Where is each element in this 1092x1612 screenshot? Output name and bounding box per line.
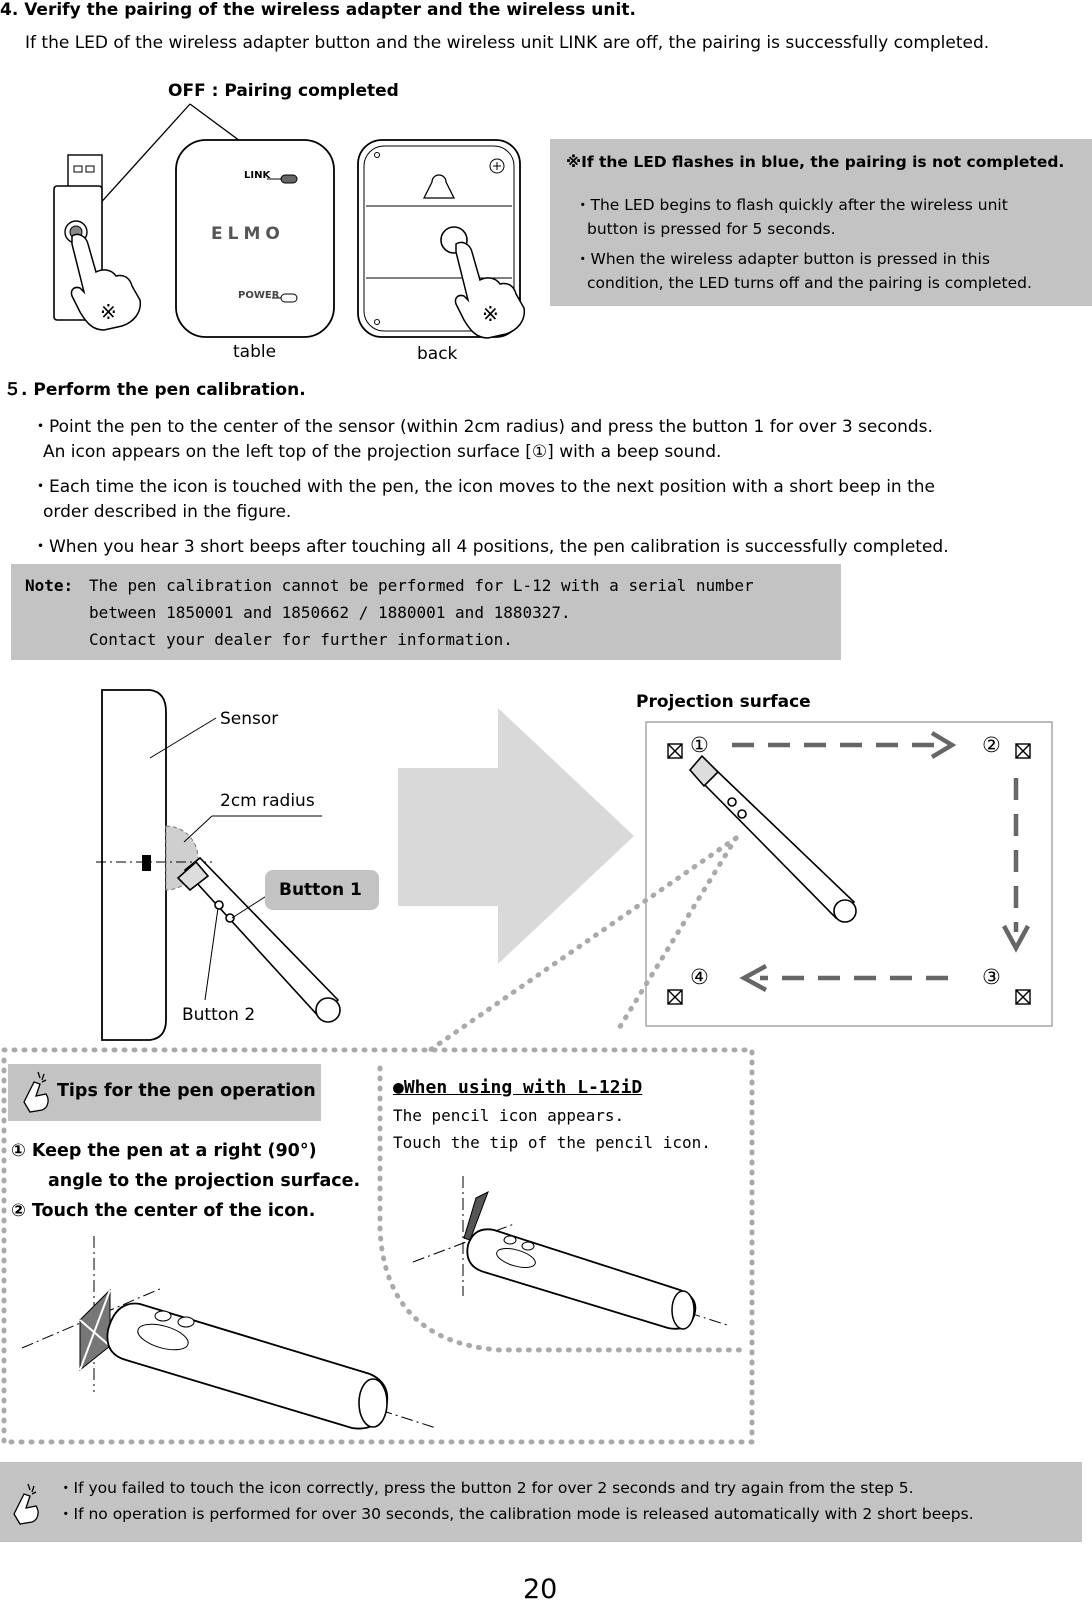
finger-press-icon — [70, 233, 142, 331]
notice-title: ※If the LED flashes in blue, the pairing… — [566, 153, 1065, 171]
page-number: 20 — [523, 1574, 558, 1605]
position-1: ① — [690, 733, 709, 757]
l12id-title: ●When using with L-12iD — [393, 1077, 643, 1098]
note-label: Note: — [25, 576, 74, 595]
l12id-line: The pencil icon appears. — [393, 1106, 625, 1125]
notice-line: button is pressed for 5 seconds. — [587, 220, 836, 238]
step5-title: ５. Perform the pen calibration. — [4, 380, 306, 400]
step4-body: If the LED of the wireless adapter butto… — [25, 33, 990, 53]
notice-line: ・When the wireless adapter button is pre… — [575, 250, 990, 268]
radius-label: 2cm radius — [220, 791, 315, 811]
notice-line: condition, the LED turns off and the pai… — [587, 274, 1032, 292]
step5-bullet: ・When you hear 3 short beeps after touch… — [32, 537, 949, 557]
tip-item: ② Touch the center of the icon. — [11, 1201, 316, 1221]
bottom-note-line: ・If you failed to touch the icon correct… — [58, 1479, 914, 1497]
step5-bullet: ・Point the pen to the center of the sens… — [32, 417, 933, 437]
label-table: table — [233, 342, 277, 362]
finger-press-icon — [454, 241, 526, 339]
mark-symbol: ※ — [100, 300, 117, 324]
note-box — [11, 564, 841, 660]
pairing-callout: OFF : Pairing completed — [168, 81, 399, 101]
mark-symbol: ※ — [482, 302, 499, 326]
step4-title: 4. Verify the pairing of the wireless ad… — [0, 0, 636, 20]
pen-illustration — [176, 856, 341, 1023]
position-4: ④ — [690, 965, 709, 989]
note-line: between 1850001 and 1850662 / 1880001 an… — [89, 603, 571, 622]
tip-item: ① Keep the pen at a right (90°) — [11, 1141, 317, 1161]
projection-title: Projection surface — [636, 692, 811, 712]
label-back: back — [417, 344, 458, 364]
pairing-notice-box — [550, 139, 1092, 306]
bottom-note-box — [0, 1462, 1082, 1542]
tips-header: Tips for the pen operation — [57, 1081, 316, 1101]
l12id-line: Touch the tip of the pencil icon. — [393, 1133, 711, 1152]
position-2: ② — [982, 733, 1001, 757]
position-3: ③ — [982, 965, 1001, 989]
sensor-label: Sensor — [220, 709, 279, 729]
button1-callout — [265, 870, 379, 910]
step5-bullet: ・Each time the icon is touched with the … — [32, 477, 936, 497]
button1-label: Button 1 — [279, 880, 362, 900]
step5-bullet: An icon appears on the left top of the p… — [43, 442, 722, 462]
target-icon — [667, 743, 1031, 1005]
wireless-unit-front — [175, 139, 335, 338]
link-label: LINK — [244, 170, 271, 181]
notice-line: ・The LED begins to flash quickly after t… — [575, 196, 1008, 214]
note-line: The pen calibration cannot be performed … — [89, 576, 754, 595]
tip-item: angle to the projection surface. — [48, 1171, 361, 1191]
bottom-note-line: ・If no operation is performed for over 3… — [58, 1505, 974, 1523]
step5-bullet: order described in the figure. — [43, 502, 292, 522]
button2-label: Button 2 — [182, 1005, 256, 1025]
direction-arrow — [398, 708, 634, 964]
power-label: POWER — [238, 290, 280, 301]
tips-header-box — [8, 1064, 321, 1121]
pen-illustration — [688, 754, 857, 923]
note-line: Contact your dealer for further informat… — [89, 630, 513, 649]
elmo-logo: ELMO — [211, 224, 285, 244]
